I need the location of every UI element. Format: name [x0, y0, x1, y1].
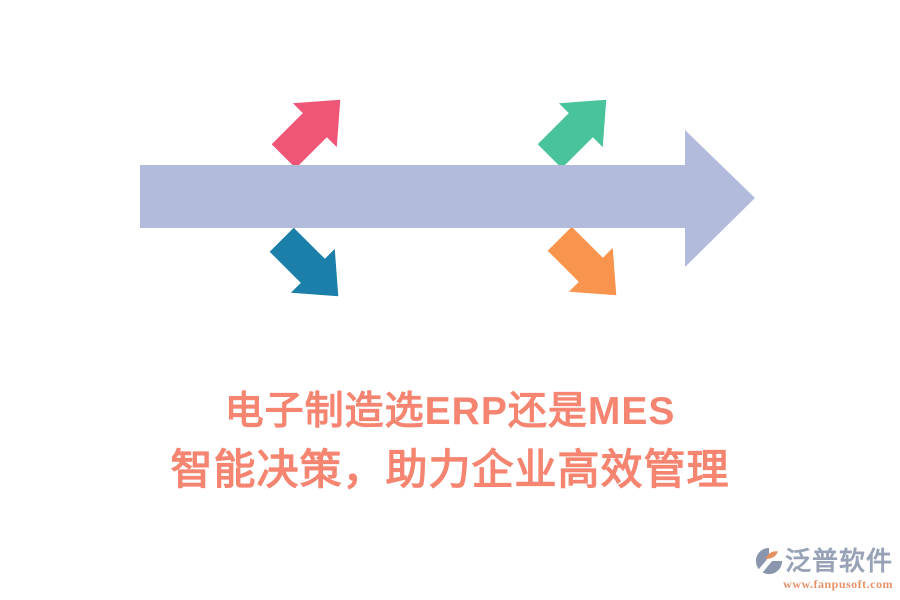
fanpu-logo-icon — [755, 547, 783, 575]
logo-orange-crescent — [765, 551, 778, 560]
brand-row: 泛普软件 — [755, 545, 893, 577]
branch-arrow-top-right — [537, 99, 607, 169]
main-right-arrow — [140, 130, 755, 267]
title-block: 电子制造选ERP还是MES 智能决策，助力企业高效管理 — [0, 388, 900, 496]
branch-arrow-bottom-right — [547, 226, 617, 296]
title-line-2: 智能决策，助力企业高效管理 — [170, 446, 730, 493]
branch-arrow-top-left — [271, 99, 341, 169]
branch-arrow-bottom-left — [269, 227, 339, 297]
arrow-diagram — [140, 99, 755, 297]
site-url: www.fanpusoft.com — [783, 577, 893, 591]
title-line-1: 电子制造选ERP还是MES — [224, 390, 676, 433]
brand-name: 泛普软件 — [784, 546, 893, 576]
footer-logo: 泛普软件 www.fanpusoft.com — [755, 545, 893, 592]
